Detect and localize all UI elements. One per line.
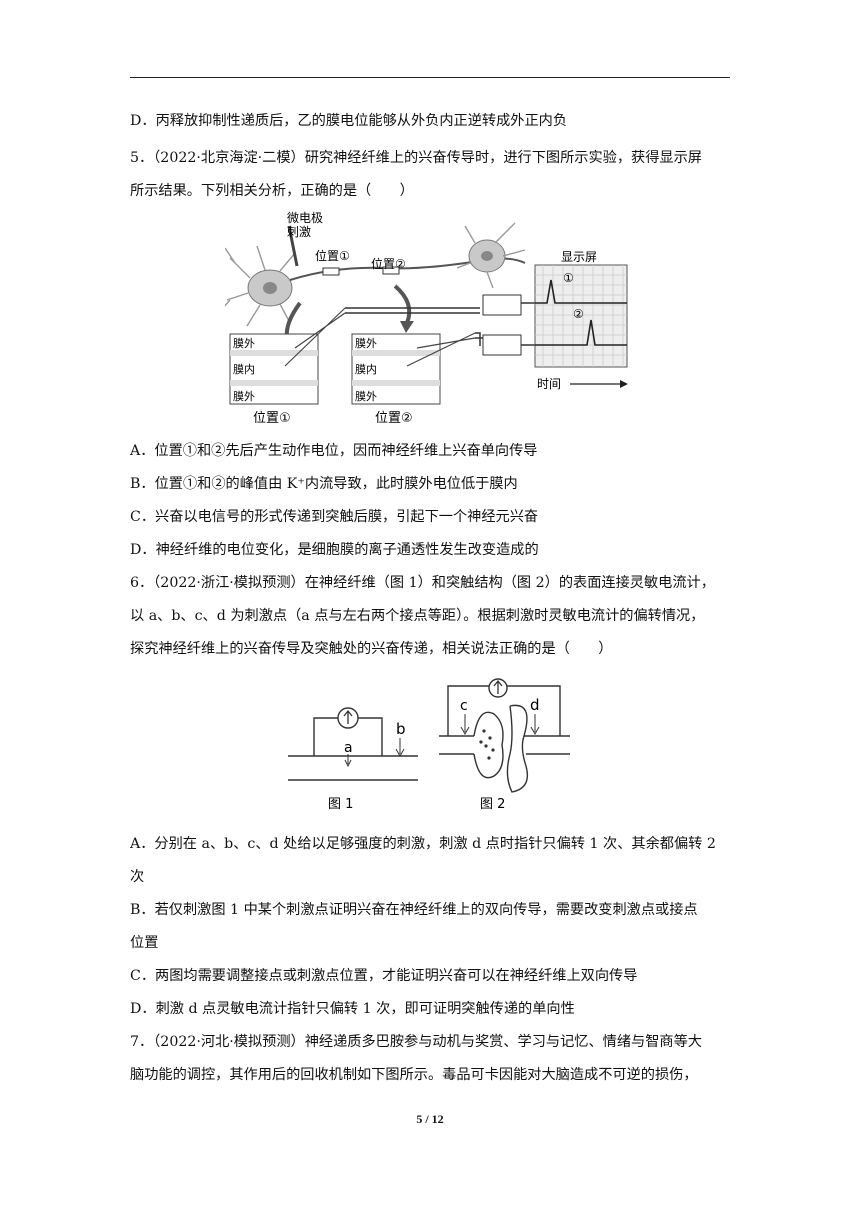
figure-2: c d 图 2 [439,678,570,812]
q6-option-a-cont: 次 [130,869,145,885]
screen-label: 显示屏 [561,250,597,264]
q6-option-a: A．分别在 a、b、c、d 处给以足够强度的刺激，刺激 d 点时指针只偏转 1 … [130,836,716,852]
neuron-left [225,245,296,327]
q6-option-b: B．若仅刺激图 1 中某个刺激点证明兴奋在神经纤维上的双向传导，需要改变刺激点或… [130,902,698,918]
membrane-diagram-2: 膜外 膜内 膜外 [351,332,476,405]
neuron-right [456,222,526,289]
q5-option-a: A．位置①和②先后产生动作电位，因而神经纤维上兴奋单向传导 [130,443,538,459]
svg-text:膜外: 膜外 [355,390,377,403]
caption-fig2: 图 2 [480,797,505,812]
svg-text:膜内: 膜内 [233,362,255,376]
header-rule [130,77,730,78]
svg-text:a: a [344,740,353,756]
caption-fig1: 图 1 [328,797,353,812]
question-7-stem-cont: 脑功能的调控，其作用后的回收机制如下图所示。毒品可卡因能对大脑造成不可逆的损伤， [130,1067,698,1083]
question-6-stem-cont: 以 a、b、c、d 为刺激点（a 点与左右两个接点等距）。根据刺激时灵敏电流计的… [130,608,705,624]
svg-text:d: d [530,696,540,714]
q5-option-b: B．位置①和②的峰值由 K⁺内流导致，此时膜外电位低于膜内 [130,476,518,492]
trace-2 [535,319,627,346]
trace-1 [535,279,627,304]
electrode-label: 微电极 [287,211,323,225]
svg-text:膜外: 膜外 [233,337,255,350]
q5-option-d: D．神经纤维的电位变化，是细胞膜的离子通透性发生改变造成的 [130,542,539,558]
q6-option-d: D．刺激 d 点灵敏电流计指针只偏转 1 次，即可证明突触传递的单向性 [130,1001,575,1017]
pos1-label: 位置① [315,248,350,263]
microelectrode [287,225,299,267]
caption-pos2: 位置② [375,411,413,426]
question-6-stem: 6．（2022·浙江·模拟预测）在神经纤维（图 1）和突触结构（图 2）的表面连… [130,575,715,591]
question-5-stem-cont: 所示结果。下列相关分析，正确的是（ ） [130,183,414,199]
display-screen: ① ② [534,264,628,368]
svg-text:膜内: 膜内 [355,362,377,376]
svg-text:膜外: 膜外 [233,390,255,403]
q6-option-c: C．两图均需要调整接点或刺激点位置，才能证明兴奋可以在神经纤维上双向传导 [130,968,638,984]
svg-text:②: ② [573,307,584,321]
svg-text:①: ① [563,271,574,285]
svg-text:c: c [460,698,468,714]
question-5-stem: 5．（2022·北京海淀·二模）研究神经纤维上的兴奋传导时，进行下图所示实验，获… [130,150,702,166]
time-label: 时间 [537,377,561,391]
question-6-stem-cont2: 探究神经纤维上的兴奋传导及突触处的兴奋传递，相关说法正确的是（ ） [130,641,613,657]
pos2-label: 位置② [371,256,406,271]
page-number: 5 / 12 [416,1112,444,1126]
figure-1: a b 图 1 [288,707,418,812]
q6-option-b-cont: 位置 [130,935,159,951]
question-7-stem: 7．（2022·河北·模拟预测）神经递质多巴胺参与动机与奖赏、学习与记忆、情绪与… [130,1034,702,1050]
svg-text:b: b [396,720,406,738]
caption-pos1: 位置① [253,411,291,426]
svg-text:膜外: 膜外 [355,337,377,350]
option-line: D．丙释放抑制性递质后，乙的膜电位能够从外负内正逆转成外正内负 [130,113,568,129]
question-6-figure: a b 图 1 c d 图 2 [288,678,570,812]
membrane-diagram-1: 膜外 膜内 膜外 [229,307,346,405]
question-5-figure: 微电极 刺激 位置① 位置② 膜外 膜内 膜外 位置① 膜外 膜内 膜外 位置② [225,211,628,426]
q5-option-c: C．兴奋以电信号的形式传递到突触后膜，引起下一个神经元兴奋 [130,509,539,525]
stim-label: 刺激 [287,225,311,239]
